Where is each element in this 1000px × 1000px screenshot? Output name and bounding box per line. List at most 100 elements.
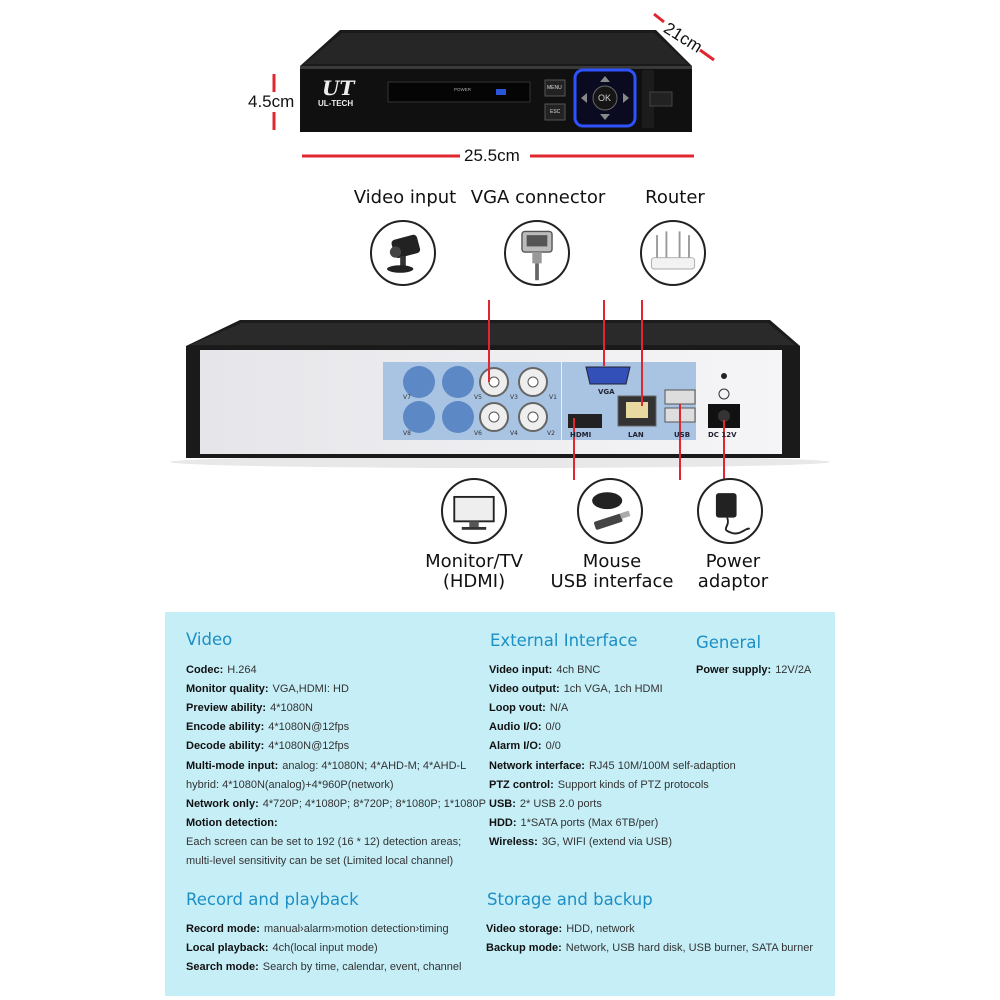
video-spec-row: Monitor quality:VGA,HDMI: HD xyxy=(186,682,349,696)
external-spec-key: Wireless: xyxy=(489,835,538,848)
vga-connector-circle xyxy=(504,220,570,286)
back-dvr-illustration xyxy=(170,300,830,480)
video-spec-row: Preview ability:4*1080N xyxy=(186,701,313,715)
external-spec-row: Audio I/O:0/0 xyxy=(489,720,561,734)
external-spec-row: Video output:1ch VGA, 1ch HDMI xyxy=(489,682,663,696)
external-spec-row: Alarm I/O:0/0 xyxy=(489,739,561,753)
record-spec-key: Record mode: xyxy=(186,923,260,935)
storage-spec-key: Video storage: xyxy=(486,923,563,935)
video-spec-row: hybrid: 4*1080N(analog)+4*960P(network) xyxy=(186,778,394,792)
external-spec-value: 1ch VGA, 1ch HDMI xyxy=(563,683,663,696)
video-spec-row: Network only:4*720P; 4*1080P; 8*720P; 8*… xyxy=(186,797,486,811)
vga-plug-icon xyxy=(521,230,553,281)
record-spec-value: Search by time, calendar, event, channel xyxy=(262,961,462,973)
external-spec-key: Video output: xyxy=(489,683,560,696)
record-spec-row: Search mode:Search by time, calendar, ev… xyxy=(186,960,461,974)
ut-logo: UT xyxy=(322,76,355,100)
menu-button-label: MENU xyxy=(547,85,562,91)
video-spec-row: Encode ability:4*1080N@12fps xyxy=(186,720,349,734)
external-spec-row: HDD:1*SATA ports (Max 6TB/per) xyxy=(489,816,658,830)
power-label-group: Power adaptor xyxy=(688,552,778,592)
external-spec-value: 0/0 xyxy=(545,721,561,734)
video-spec-value: H.264 xyxy=(227,664,257,676)
bnc-label-v4: V4 xyxy=(510,430,518,437)
video-spec-key: Preview ability: xyxy=(186,702,267,715)
video-spec-row: Each screen can be set to 192 (16 * 12) … xyxy=(186,835,461,849)
video-section-title: Video xyxy=(186,630,233,649)
bnc-label-v8: V8 xyxy=(403,430,411,437)
video-spec-key: Multi-mode input: xyxy=(186,759,279,772)
hdmi-port-label: HDMI xyxy=(570,431,592,439)
external-spec-row: USB:2* USB 2.0 ports xyxy=(489,797,602,811)
external-spec-key: HDD: xyxy=(489,816,517,829)
video-spec-value: 4*1080N@12fps xyxy=(268,721,350,734)
power-label: POWER xyxy=(454,87,472,92)
camera-circle xyxy=(370,220,436,286)
brand-label: UL-TECH xyxy=(318,99,354,108)
bnc-label-v1: V1 xyxy=(549,394,557,401)
video-spec-key: Monitor quality: xyxy=(186,683,269,696)
monitor-label-line2: (HDMI) xyxy=(442,571,506,592)
video-spec-row: Decode ability:4*1080N@12fps xyxy=(186,739,349,753)
width-dimension: 25.5cm xyxy=(464,146,520,165)
mouse-label-line1: Mouse xyxy=(582,551,642,572)
video-spec-key: Network only: xyxy=(186,797,259,810)
external-spec-row: Wireless:3G, WIFI (extend via USB) xyxy=(489,835,672,849)
power-adaptor-icon xyxy=(715,493,751,535)
storage-section-title: Storage and backup xyxy=(487,890,653,909)
general-spec-value: 12V/2A xyxy=(775,664,812,676)
external-spec-key: Alarm I/O: xyxy=(489,740,542,753)
vga-connector-label: VGA connector xyxy=(470,187,606,208)
monitor-label-line1: Monitor/TV xyxy=(425,551,523,572)
record-spec-key: Local playback: xyxy=(186,942,269,954)
external-spec-value: 3G, WIFI (extend via USB) xyxy=(541,835,673,848)
record-section-title: Record and playback xyxy=(186,890,359,909)
vga-port-label: VGA xyxy=(598,388,615,396)
monitor-label: Monitor/TV (HDMI) xyxy=(416,552,532,592)
storage-spec-value: Network, USB hard disk, USB burner, SATA… xyxy=(565,942,813,954)
external-spec-value: Support kinds of PTZ protocols xyxy=(557,778,709,791)
external-spec-value: RJ45 10M/100M self-adaption xyxy=(588,759,736,772)
external-spec-row: Video input:4ch BNC xyxy=(489,663,600,677)
mouse-label: Mouse USB interface xyxy=(548,552,676,592)
back-view: V7 V5 V3 V1 V8 V6 V4 V2 VGA HDMI LAN USB… xyxy=(0,300,1000,480)
external-spec-value: 2* USB 2.0 ports xyxy=(519,797,602,810)
video-input-label: Video input xyxy=(353,187,457,208)
camera-icon xyxy=(387,234,421,273)
video-spec-row: Motion detection: xyxy=(186,816,278,830)
record-spec-value: manual›alarm›motion detection›timing xyxy=(263,923,449,935)
storage-spec-row: Video storage:HDD, network xyxy=(486,922,635,936)
dc-port-label: DC 12V xyxy=(708,431,737,439)
storage-spec-row: Backup mode:Network, USB hard disk, USB … xyxy=(486,941,813,955)
mouse-label-line2: USB interface xyxy=(550,571,674,592)
storage-spec-value: HDD, network xyxy=(566,923,635,935)
bnc-label-v7: V7 xyxy=(403,394,411,401)
record-spec-value: 4ch(local input mode) xyxy=(272,942,378,954)
bnc-label-v2: V2 xyxy=(547,430,555,437)
router-icon xyxy=(650,231,696,270)
general-spec-row: Power supply:12V/2A xyxy=(696,663,811,677)
router-label: Router xyxy=(645,187,705,208)
video-spec-row: Codec:H.264 xyxy=(186,663,257,677)
height-dimension: 4.5cm xyxy=(248,92,295,111)
external-spec-key: Audio I/O: xyxy=(489,721,542,734)
bnc-label-v3: V3 xyxy=(510,394,518,401)
external-spec-key: PTZ control: xyxy=(489,778,554,791)
external-spec-row: Network interface:RJ45 10M/100M self-ada… xyxy=(489,759,736,773)
ok-button-label: OK xyxy=(598,93,612,103)
usb-port-label: USB xyxy=(674,431,691,439)
power-label-line2: adaptor xyxy=(697,571,769,592)
video-spec-row: Multi-mode input:analog: 4*1080N; 4*AHD-… xyxy=(186,759,466,773)
bnc-label-v5: V5 xyxy=(474,394,482,401)
external-section-title: External Interface xyxy=(490,631,638,650)
mouse-icon xyxy=(592,492,631,530)
external-spec-key: Video input: xyxy=(489,664,553,676)
power-label-line1: Power xyxy=(705,551,761,572)
external-spec-value: 0/0 xyxy=(545,740,561,753)
external-spec-key: USB: xyxy=(489,797,516,810)
video-spec-key: Decode ability: xyxy=(186,740,265,753)
general-spec-key: Power supply: xyxy=(696,664,772,676)
external-spec-key: Loop vout: xyxy=(489,702,546,715)
record-spec-row: Record mode:manual›alarm›motion detectio… xyxy=(186,922,449,936)
